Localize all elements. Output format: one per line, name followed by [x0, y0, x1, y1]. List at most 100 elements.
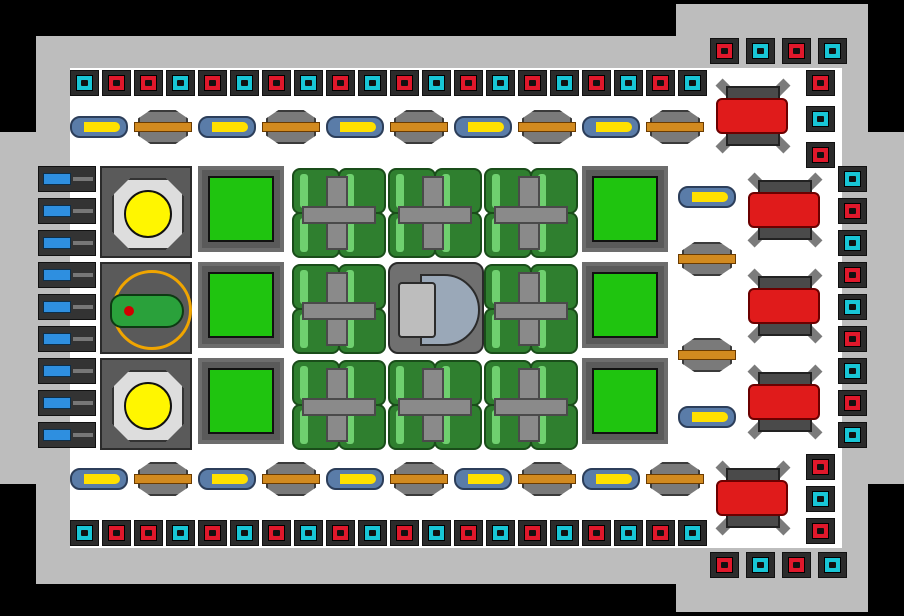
armor-cyan-core: [556, 525, 573, 541]
cockpit: [100, 262, 192, 354]
armor-red-core: [268, 75, 285, 91]
armor-cyan-core: [236, 75, 253, 91]
heavy-turret-red: [748, 384, 820, 420]
gun-barrel: [262, 474, 320, 484]
ship-icon: [110, 294, 184, 328]
armor-red-core: [332, 525, 349, 541]
armor-cyan-core: [492, 525, 509, 541]
armor-cyan-core: [364, 75, 381, 91]
core-cap: [398, 282, 436, 338]
armor-block-icon: [838, 294, 867, 320]
armor-cyan-core: [824, 43, 841, 59]
armor-block-icon: [614, 520, 643, 546]
gun-barrel: [390, 122, 448, 132]
battery-icon: [38, 262, 96, 288]
battery-icon: [38, 230, 96, 256]
heavy-turret-red: [748, 192, 820, 228]
armor-red-core: [812, 523, 829, 539]
armor-block-icon: [518, 70, 547, 96]
hull-right-rail: [868, 132, 904, 484]
reactor-core-icon: [124, 190, 172, 238]
gun-turret-icon: [390, 106, 448, 148]
armor-block-icon: [838, 230, 867, 256]
green-room: [198, 358, 284, 444]
armor-red-core: [788, 43, 805, 59]
pipe-icon: [302, 302, 376, 320]
armor-cyan-core: [812, 491, 829, 507]
battery-tail: [73, 209, 93, 213]
armor-block-icon: [838, 358, 867, 384]
armor-red-core: [108, 75, 125, 91]
armor-cyan-core: [824, 557, 841, 573]
armor-block-icon: [70, 520, 99, 546]
thruster-icon: [454, 458, 512, 500]
armor-cyan-core: [428, 75, 445, 91]
reactor-top: [100, 166, 192, 258]
armor-red-core: [460, 75, 477, 91]
armor-cyan-core: [300, 525, 317, 541]
armor-red-core: [812, 459, 829, 475]
thruster-flame: [692, 412, 728, 422]
armor-cyan-core: [364, 525, 381, 541]
armor-red-core: [108, 525, 125, 541]
green-room: [582, 166, 668, 252]
heavy-turret-icon: [708, 454, 798, 542]
pipe-icon: [398, 206, 472, 224]
thruster-icon: [70, 106, 128, 148]
gun-turret-icon: [518, 106, 576, 148]
armor-red-core: [588, 75, 605, 91]
armor-red-core: [396, 525, 413, 541]
heavy-turret-icon: [740, 166, 830, 254]
armor-cyan-core: [492, 75, 509, 91]
armor-block-icon: [70, 70, 99, 96]
thruster-icon: [454, 106, 512, 148]
battery-tail: [73, 241, 93, 245]
armor-cyan-core: [76, 525, 93, 541]
armor-cyan-core: [172, 525, 189, 541]
battery-tail: [73, 401, 93, 405]
armor-red-core: [460, 525, 477, 541]
armor-block-icon: [198, 70, 227, 96]
battery-cell: [43, 269, 71, 281]
armor-block-icon: [390, 520, 419, 546]
armor-block-icon: [806, 70, 835, 96]
gun-barrel: [678, 350, 736, 360]
armor-block-icon: [294, 520, 323, 546]
armor-block-icon: [230, 520, 259, 546]
armor-block-icon: [746, 552, 775, 578]
pipe-icon: [494, 398, 568, 416]
armor-cyan-core: [844, 299, 861, 315]
armor-cyan-core: [76, 75, 93, 91]
gun-barrel: [390, 474, 448, 484]
gun-barrel: [646, 122, 704, 132]
thruster-icon: [678, 176, 736, 218]
armor-block-icon: [806, 142, 835, 168]
armor-cyan-core: [844, 235, 861, 251]
battery-cell: [43, 429, 71, 441]
green-room-fill: [592, 368, 658, 434]
gun-turret-icon: [646, 458, 704, 500]
pipe-icon: [398, 398, 472, 416]
armor-block-icon: [710, 38, 739, 64]
pipe-icon: [302, 398, 376, 416]
armor-red-core: [652, 525, 669, 541]
armor-cyan-core: [620, 525, 637, 541]
armor-cyan-core: [844, 171, 861, 187]
armor-red-core: [524, 75, 541, 91]
armor-red-core: [844, 395, 861, 411]
battery-cell: [43, 333, 71, 345]
core-unit: [388, 262, 484, 354]
reactor-core-icon: [124, 382, 172, 430]
thruster-flame: [212, 474, 248, 484]
armor-block-icon: [422, 520, 451, 546]
armor-block-icon: [102, 520, 131, 546]
armor-block-icon: [806, 106, 835, 132]
gun-barrel: [134, 474, 192, 484]
gun-barrel: [518, 122, 576, 132]
thruster-flame: [212, 122, 248, 132]
gun-barrel: [678, 254, 736, 264]
armor-block-icon: [646, 520, 675, 546]
thruster-icon: [678, 396, 736, 438]
armor-block-icon: [454, 70, 483, 96]
